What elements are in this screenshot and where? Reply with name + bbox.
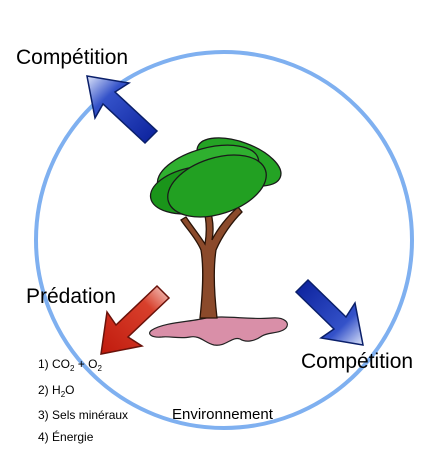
- competition-arrow-bottom: [294, 278, 364, 346]
- predation-arrow: [100, 284, 171, 355]
- predation-label: Prédation: [26, 285, 116, 308]
- resource-list: 1) CO2 + O2 2) H2O 3) Sels minéraux 4) É…: [38, 354, 128, 448]
- list-item: 3) Sels minéraux: [38, 408, 129, 422]
- ground-patch: [149, 316, 288, 346]
- list-item: 4) Énergie: [38, 429, 94, 444]
- competition-label-top: Compétition: [16, 46, 129, 69]
- environment-label: Environnement: [172, 406, 273, 423]
- competition-label-bottom: Compétition: [301, 350, 414, 373]
- list-item: 1) CO2 + O2: [38, 357, 102, 373]
- competition-arrow-top: [86, 75, 159, 145]
- tree-trunk: [180, 205, 243, 319]
- list-item: 2) H2O: [38, 382, 75, 399]
- environment-circle: [34, 50, 414, 430]
- tree-foliage: [149, 137, 282, 218]
